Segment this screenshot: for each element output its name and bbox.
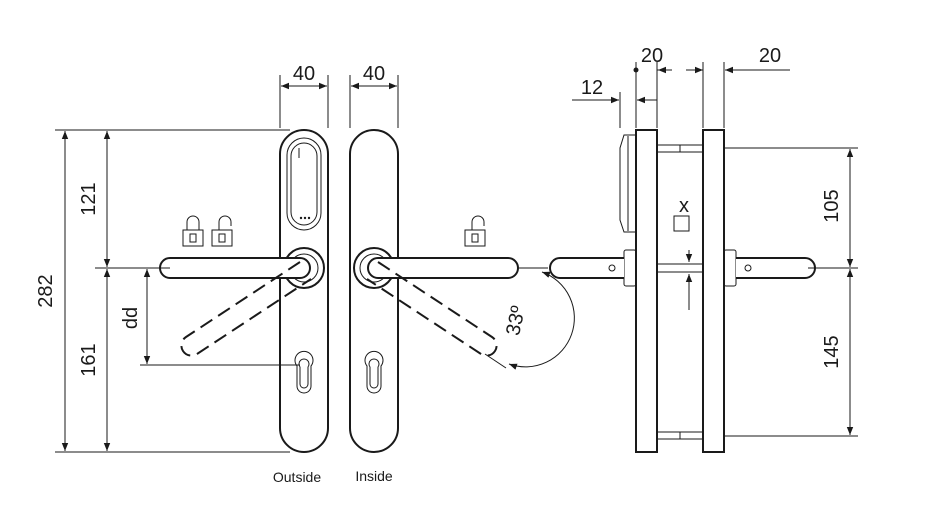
dim-height-lower: 161 — [78, 343, 100, 376]
caption-inside: Inside — [355, 468, 393, 484]
dim-x: x — [679, 195, 689, 217]
inside-handle-rotated — [366, 261, 498, 357]
inside-handle — [367, 257, 519, 279]
caption-outside: Outside — [273, 469, 321, 485]
inside-cylinder-icon — [364, 350, 384, 394]
side-view — [549, 129, 816, 453]
dim-20-left: 20 — [641, 45, 663, 67]
dim-dd: dd — [120, 307, 142, 329]
outside-cylinder-icon — [294, 350, 314, 394]
dim-height-total: 282 — [35, 274, 57, 307]
dim-angle: 33º — [502, 303, 530, 337]
padlock-locked-icon — [182, 215, 204, 247]
outside-handle — [159, 257, 311, 279]
dim-145: 145 — [821, 335, 843, 368]
inside-padlock-unlocked-icon — [464, 215, 486, 247]
dim-height-upper: 121 — [78, 182, 100, 215]
dim-20-right: 20 — [759, 45, 781, 67]
outside-plate — [279, 129, 329, 453]
dim-width-inside: 40 — [363, 63, 385, 85]
inside-plate — [349, 129, 399, 453]
padlock-unlocked-icon — [211, 215, 233, 247]
outside-handle-rotated — [180, 261, 312, 357]
dim-width-outside: 40 — [293, 63, 315, 85]
dim-105: 105 — [821, 189, 843, 222]
dim-12: 12 — [581, 77, 603, 99]
